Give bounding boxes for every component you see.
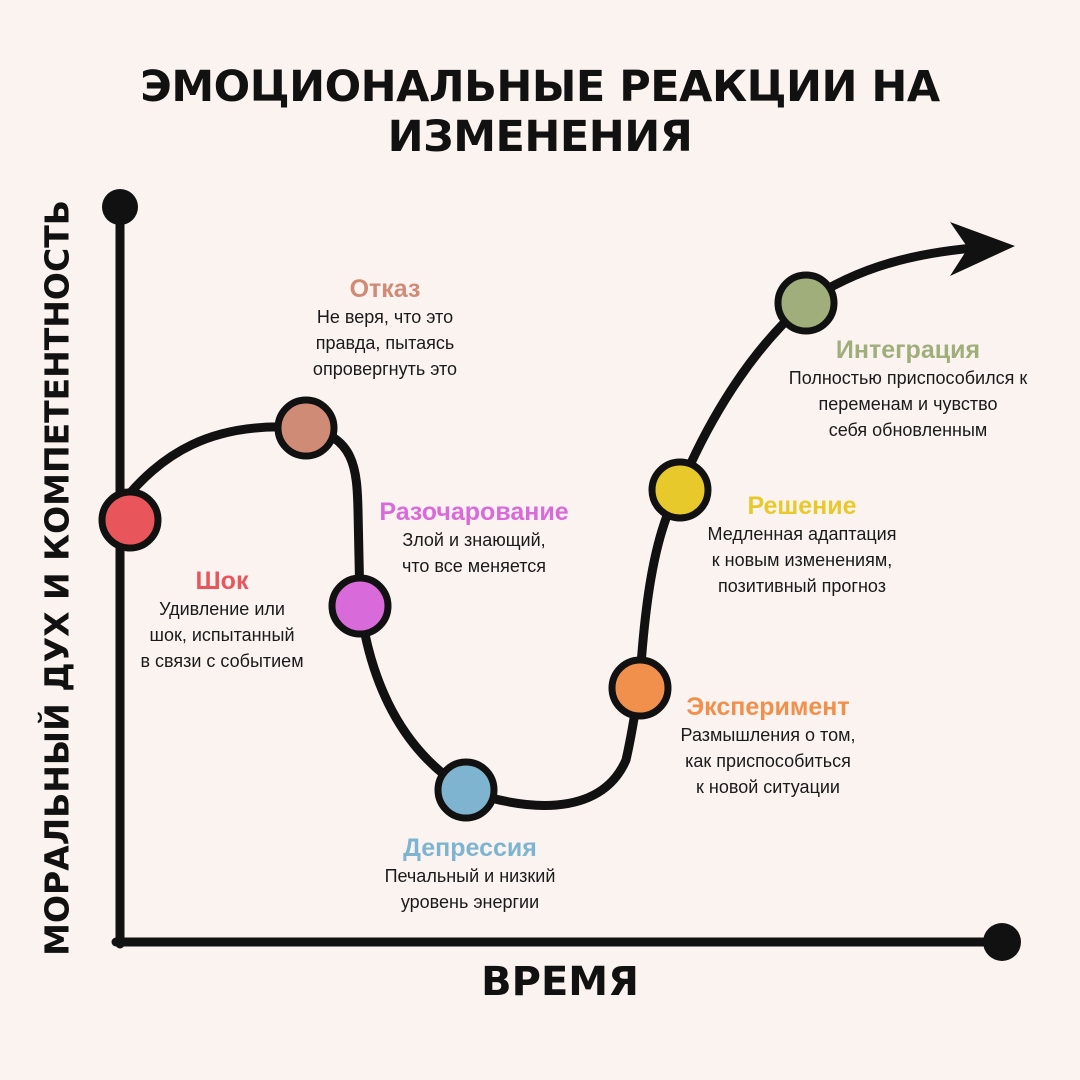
stage-name: Депрессия (403, 834, 537, 862)
stage-desc-line: Злой и знающий, (402, 530, 546, 550)
y-axis-endpoint (102, 189, 138, 225)
x-axis-endpoint (983, 923, 1021, 961)
stage-name: Интеграция (835, 336, 981, 364)
stage-desc-line: что все меняется (401, 556, 547, 576)
stage-integration: Интеграция Полностью приспособился к пер… (789, 335, 1027, 443)
stage-shock: Шок Удивление или шок, испытанный в связ… (140, 566, 303, 674)
arrow-head-icon (950, 222, 1015, 276)
stage-name: Шок (195, 567, 249, 595)
stage-desc-line: Печальный и низкий (384, 866, 556, 886)
stage-marker-frustration (328, 574, 392, 638)
stage-desc-line: к новым изменениям, (711, 550, 893, 570)
stage-desc-line: Удивление или (159, 599, 285, 619)
stage-desc-line: Размышления о том, (680, 725, 856, 745)
stage-marker-integration (774, 271, 838, 335)
stage-marker-denial (274, 396, 338, 460)
stage-desc-line: Медленная адаптация (707, 524, 897, 544)
stage-desc-line: Не веря, что это (316, 307, 454, 327)
stage-desc-line: уровень энергии (400, 892, 540, 912)
stage-frustration: Разочарование Злой и знающий, что все ме… (379, 497, 568, 579)
stage-marker-shock (98, 488, 162, 552)
stage-desc-line: Полностью приспособился к (788, 368, 1028, 388)
y-axis-label: МОРАЛЬНЫЙ ДУХ И КОМПЕТЕНТНОСТЬ (37, 200, 77, 956)
stage-marker-decision (648, 458, 712, 522)
stage-marker-depression (434, 758, 498, 822)
stage-name: Разочарование (379, 498, 569, 526)
stage-experiment: Эксперимент Размышления о том, как присп… (681, 692, 856, 800)
stage-desc-line: переменам и чувство (818, 394, 998, 414)
stage-depression: Депрессия Печальный и низкий уровень эне… (385, 833, 556, 915)
emotion-curve (115, 242, 990, 810)
stage-desc-line: в связи с событием (140, 651, 304, 671)
stage-desc-line: позитивный прогноз (718, 576, 886, 596)
stage-name: Отказ (349, 275, 421, 303)
stage-desc-line: как приспособиться (685, 751, 851, 771)
stage-marker-experiment (608, 656, 672, 720)
stage-desc-line: правда, пытаясь (315, 333, 455, 353)
stage-desc-line: шок, испытанный (149, 625, 295, 645)
stage-desc-line: опровергнуть это (312, 359, 458, 379)
stage-desc-line: себя обновленным (828, 420, 988, 440)
stage-name: Эксперимент (686, 693, 850, 721)
stage-decision: Решение Медленная адаптация к новым изме… (708, 491, 897, 599)
page-title: ЭМОЦИОНАЛЬНЫЕ РЕАКЦИИ НА ИЗМЕНЕНИЯ (140, 62, 940, 162)
stage-denial: Отказ Не веря, что это правда, пытаясь о… (313, 274, 457, 382)
stage-desc-line: к новой ситуации (696, 777, 840, 797)
stage-name: Решение (747, 492, 857, 520)
x-axis-label: ВРЕМЯ (481, 959, 639, 1005)
